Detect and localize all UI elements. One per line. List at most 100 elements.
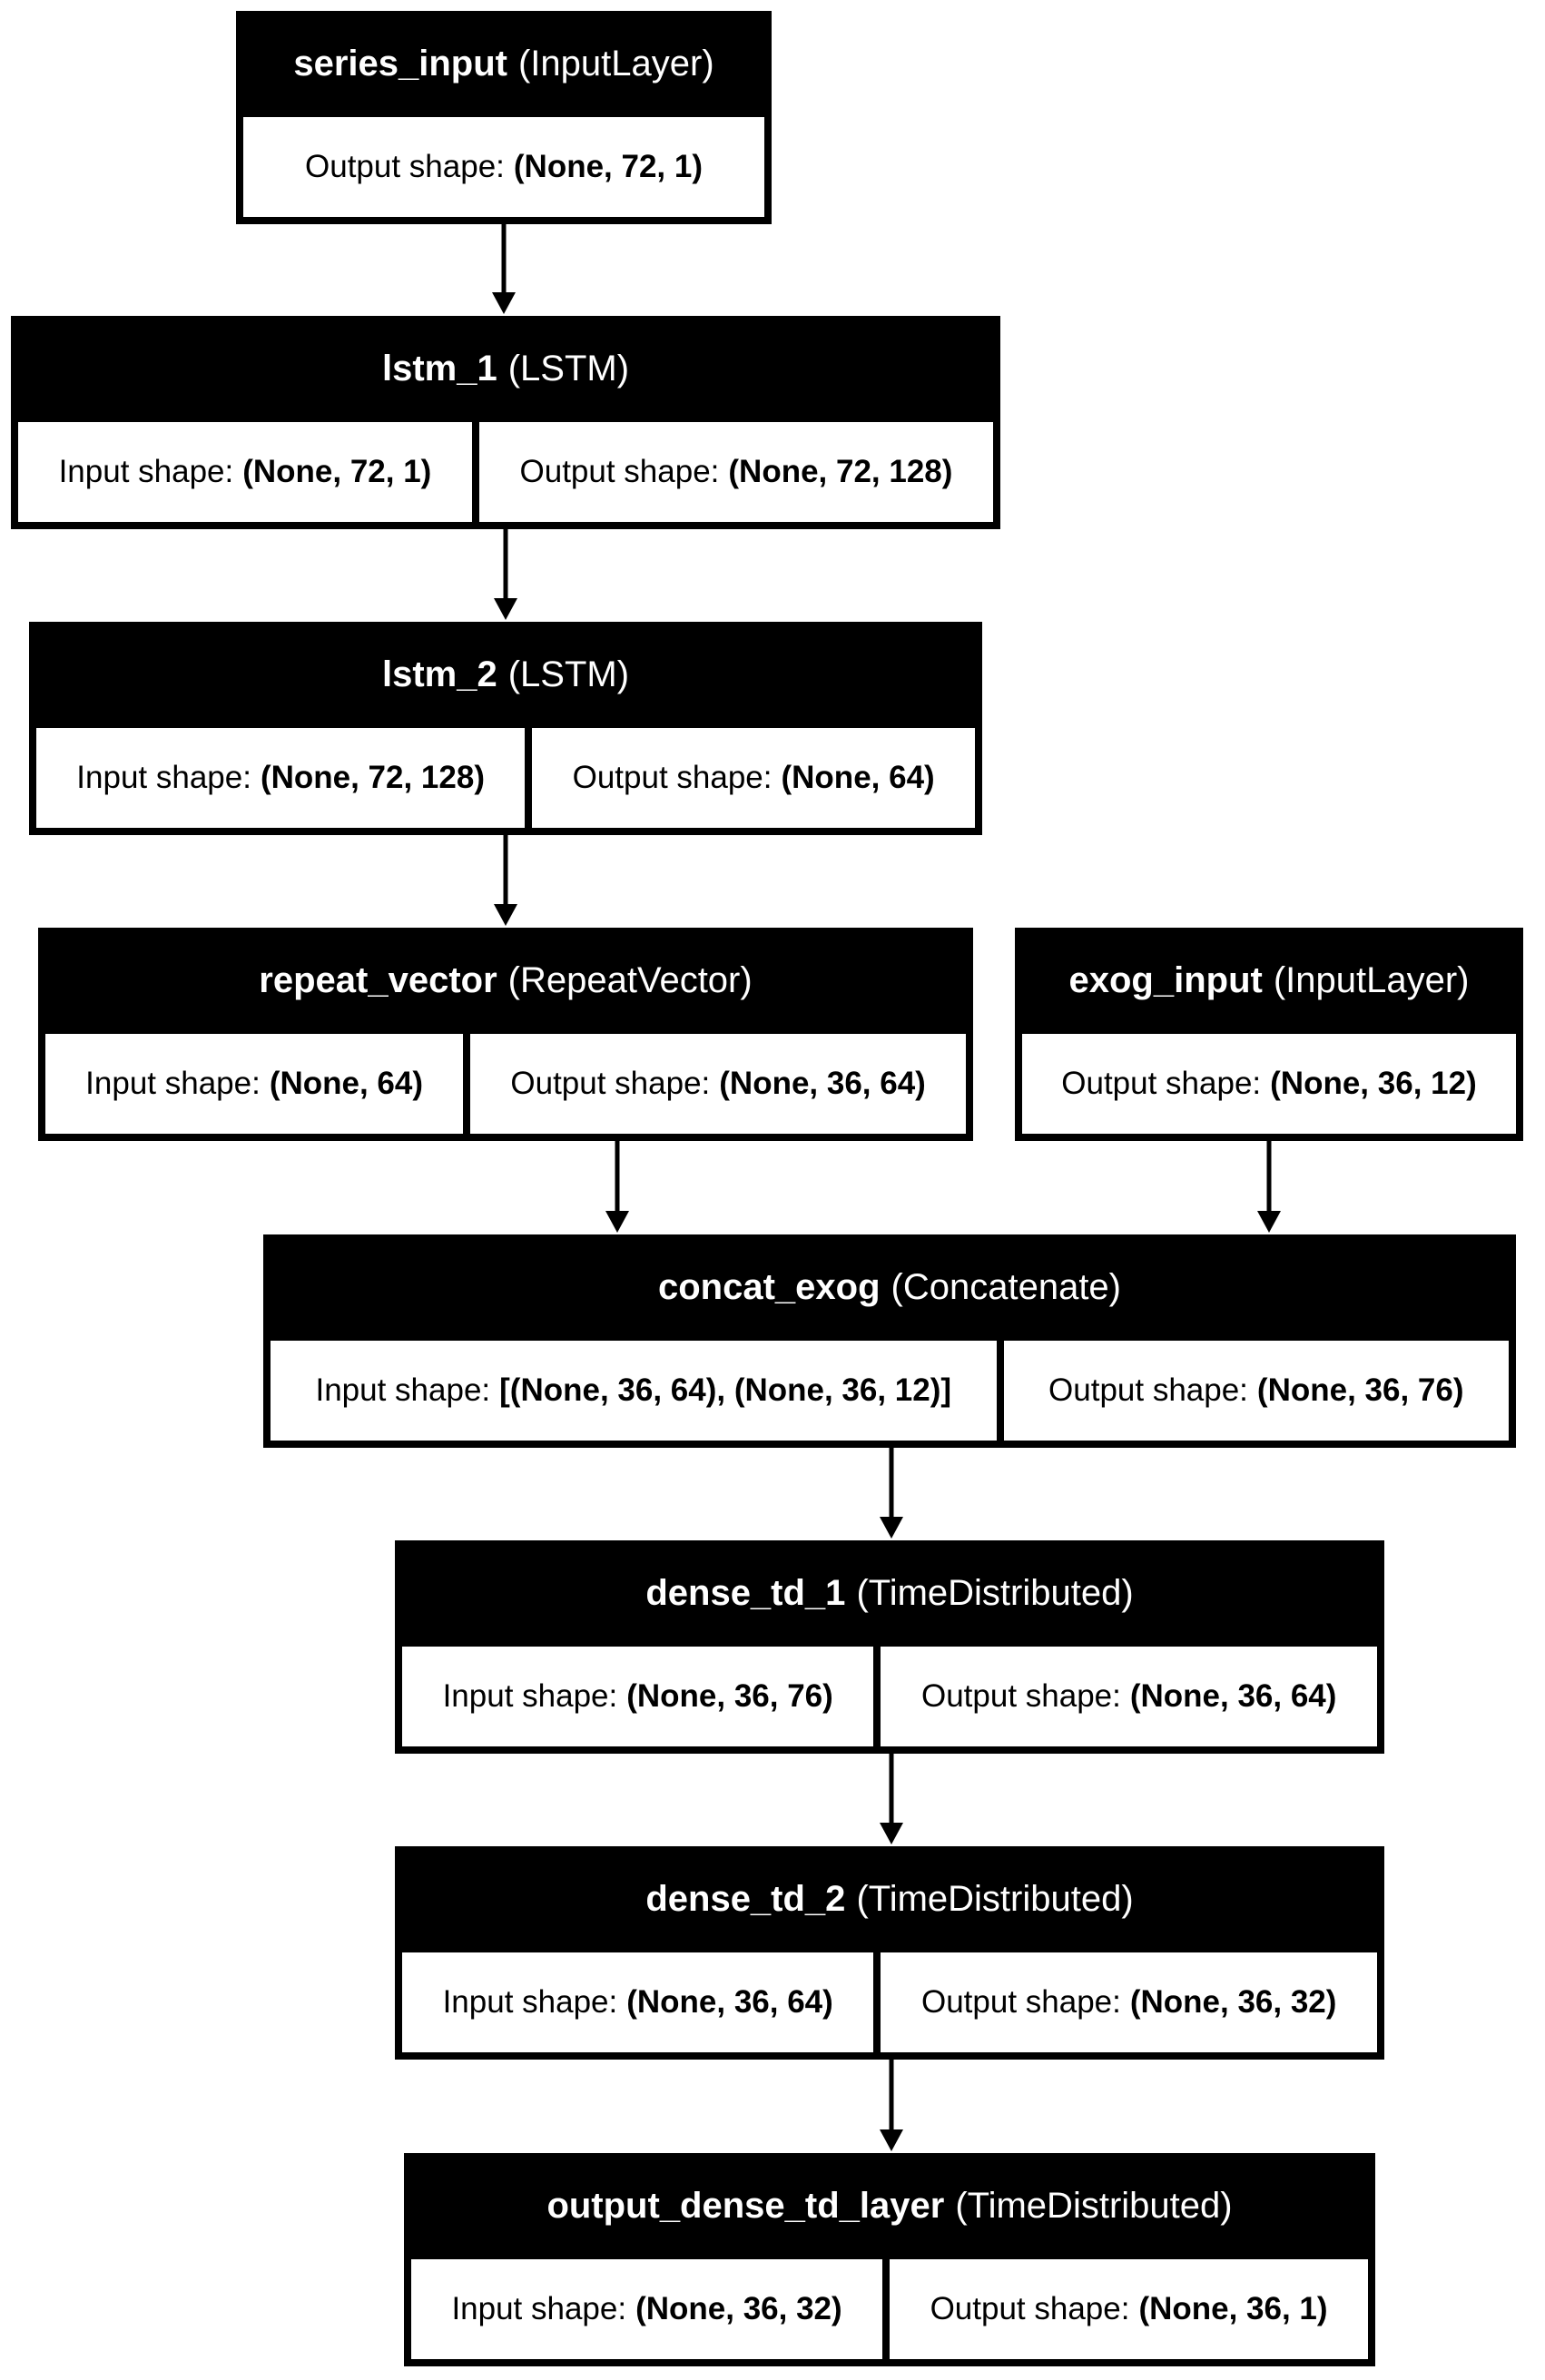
output-shape-value: (None, 64)	[781, 760, 935, 795]
output-shape-label: Output shape:	[572, 760, 772, 795]
layer-type: (InputLayer)	[1273, 960, 1470, 1000]
input-shape-value: (None, 72, 128)	[260, 760, 485, 795]
output-shape-value: (None, 36, 64)	[1129, 1678, 1337, 1714]
output-shape-cell: Output shape:(None, 36, 64)	[881, 1647, 1378, 1746]
input-shape-value: (None, 36, 76)	[626, 1678, 833, 1714]
arrowhead-icon	[880, 1823, 903, 1844]
layer-type: (TimeDistributed)	[955, 2186, 1233, 2226]
shape-row: Input shape:(None, 72, 1) Output shape:(N…	[18, 422, 994, 522]
layer-title: dense_td_1(TimeDistributed)	[402, 1540, 1377, 1647]
output-shape-label: Output shape:	[519, 454, 720, 489]
edge-dense-td-2-to-output-dense-td-layer	[880, 2060, 903, 2151]
layer-name: exog_input	[1068, 960, 1263, 1000]
output-shape-label: Output shape:	[930, 2291, 1130, 2326]
layer-node-dense-td-2: dense_td_2(TimeDistributed)Input shape:(…	[395, 1846, 1384, 2060]
input-shape-cell: Input shape: (None, 72, 128)	[36, 728, 526, 828]
output-shape-cell: Output shape:(None, 36, 64)	[470, 1034, 967, 1134]
layer-title: repeat_vector(RepeatVector)	[45, 928, 966, 1034]
input-shape-label: Input shape:	[58, 454, 234, 489]
output-shape-value: (None, 36, 32)	[1129, 1984, 1337, 2020]
output-shape-value: (None, 36, 64)	[719, 1066, 926, 1101]
layer-title: series_input(InputLayer)	[243, 11, 764, 117]
output-shape-label: Output shape:	[920, 1984, 1121, 2020]
edge-exog-input-to-concat-exog	[1257, 1141, 1281, 1233]
layer-title: exog_input(InputLayer)	[1022, 928, 1516, 1034]
arrowhead-icon	[494, 904, 517, 926]
output-shape-label: Output shape:	[1061, 1066, 1262, 1101]
output-shape-cell: Output shape:(None, 36, 32)	[881, 1952, 1378, 2052]
output-shape-cell: Output shape:(None, 36, 1)	[890, 2259, 1369, 2359]
layer-name: lstm_2	[381, 654, 497, 694]
arrowhead-icon	[492, 292, 516, 314]
output-shape-value: (None, 36, 1)	[1138, 2291, 1328, 2326]
output-shape-label: Output shape:	[1048, 1372, 1248, 1408]
layer-name: dense_td_2	[645, 1879, 846, 1919]
input-shape-label: Input shape:	[451, 2291, 627, 2326]
layer-name: lstm_1	[381, 349, 497, 388]
shape-row: Input shape:(None, 36, 76)Output shape:(…	[402, 1647, 1378, 1746]
layer-node-concat-exog: concat_exog(Concatenate)Input shape:[(No…	[263, 1234, 1516, 1448]
layer-node-repeat-vector: repeat_vector(RepeatVector)Input shape:(…	[38, 928, 973, 1141]
edge-lstm-1-to-lstm-2	[494, 529, 517, 620]
arrowhead-icon	[494, 598, 517, 620]
arrowhead-icon	[605, 1211, 629, 1233]
output-shape-value: (None, 36, 76)	[1256, 1372, 1464, 1408]
layer-node-dense-td-1: dense_td_1(TimeDistributed)Input shape:(…	[395, 1540, 1384, 1754]
layer-node-output-dense-td-layer: output_dense_td_layer(TimeDistributed)In…	[404, 2153, 1375, 2366]
arrowhead-icon	[880, 1517, 903, 1539]
input-shape-label: Input shape:	[85, 1066, 261, 1101]
input-shape-label: Input shape:	[76, 760, 251, 795]
input-shape-label: Input shape:	[315, 1372, 491, 1408]
output-shape-value: (None, 72, 128)	[728, 454, 953, 489]
layer-node-exog-input: exog_input(InputLayer)Output shape:(None…	[1015, 928, 1523, 1141]
shape-row: Output shape:(None, 72, 1)	[243, 117, 764, 217]
edge-series-input-to-lstm-1	[492, 224, 516, 314]
output-shape-cell: Output shape:(None, 72, 128)	[478, 422, 994, 522]
layer-type: (LSTM)	[507, 654, 630, 694]
edge-dense-td-1-to-dense-td-2	[880, 1754, 903, 1844]
input-shape-label: Input shape:	[442, 1678, 618, 1714]
layer-type: (Concatenate)	[891, 1267, 1121, 1307]
edge-concat-exog-to-dense-td-1	[880, 1448, 903, 1539]
shape-row: Input shape:[(None, 36, 64), (None, 36, …	[271, 1341, 1509, 1441]
edge-repeat-vector-to-concat-exog	[605, 1141, 629, 1233]
output-shape-cell: Output shape: (None, 64)	[532, 728, 976, 828]
output-shape-cell: Output shape:(None, 36, 76)	[1003, 1341, 1509, 1441]
layer-type: (LSTM)	[507, 349, 630, 388]
layer-node-lstm-2: lstm_2(LSTM) Input shape: (None, 72, 128) O…	[29, 622, 982, 835]
layer-title: concat_exog(Concatenate)	[271, 1234, 1509, 1341]
input-shape-cell: Input shape:(None, 36, 76)	[402, 1647, 874, 1746]
layer-type: (RepeatVector)	[507, 960, 753, 1000]
layer-node-series-input: series_input(InputLayer)Output shape:(No…	[236, 11, 772, 224]
shape-row: Input shape: (None, 72, 128) Output shape:…	[36, 728, 976, 828]
layer-node-lstm-1: lstm_1 (LSTM) Input shape:(None, 72, 1) Out…	[11, 316, 1000, 529]
layer-title: lstm_2(LSTM)	[36, 622, 975, 728]
layer-type: (TimeDistributed)	[856, 1879, 1134, 1919]
arrowhead-icon	[880, 2129, 903, 2151]
input-shape-label: Input shape:	[442, 1984, 618, 2020]
layer-name: dense_td_1	[645, 1573, 846, 1613]
edge-lstm-2-to-repeat-vector	[494, 835, 517, 926]
output-shape-value: (None, 36, 12)	[1270, 1066, 1477, 1101]
input-shape-cell: Input shape:(None, 64)	[45, 1034, 464, 1134]
input-shape-value: (None, 36, 64)	[626, 1984, 833, 2020]
layer-type: (TimeDistributed)	[856, 1573, 1134, 1613]
output-shape-label: Output shape:	[920, 1678, 1121, 1714]
layer-title: output_dense_td_layer(TimeDistributed)	[411, 2153, 1368, 2259]
input-shape-value: (None, 72, 1)	[242, 454, 432, 489]
output-shape-cell: Output shape:(None, 72, 1)	[243, 117, 764, 217]
output-shape-value: (None, 72, 1)	[513, 149, 703, 184]
input-shape-value: [(None, 36, 64), (None, 36, 12)]	[499, 1372, 952, 1408]
input-shape-value: (None, 36, 32)	[635, 2291, 842, 2326]
arrowhead-icon	[1257, 1211, 1281, 1233]
layer-title: lstm_1 (LSTM)	[18, 316, 993, 422]
shape-row: Input shape:(None, 36, 64)Output shape:(…	[402, 1952, 1378, 2052]
shape-row: Input shape:(None, 64)Output shape:(None…	[45, 1034, 967, 1134]
layer-type: (InputLayer)	[517, 44, 714, 84]
input-shape-cell: Input shape:(None, 36, 32)	[411, 2259, 883, 2359]
input-shape-cell: Input shape:[(None, 36, 64), (None, 36, …	[271, 1341, 997, 1441]
layer-name: series_input	[293, 44, 507, 84]
input-shape-cell: Input shape:(None, 36, 64)	[402, 1952, 874, 2052]
shape-row: Input shape:(None, 36, 32)Output shape:(…	[411, 2259, 1369, 2359]
shape-row: Output shape:(None, 36, 12)	[1022, 1034, 1516, 1134]
